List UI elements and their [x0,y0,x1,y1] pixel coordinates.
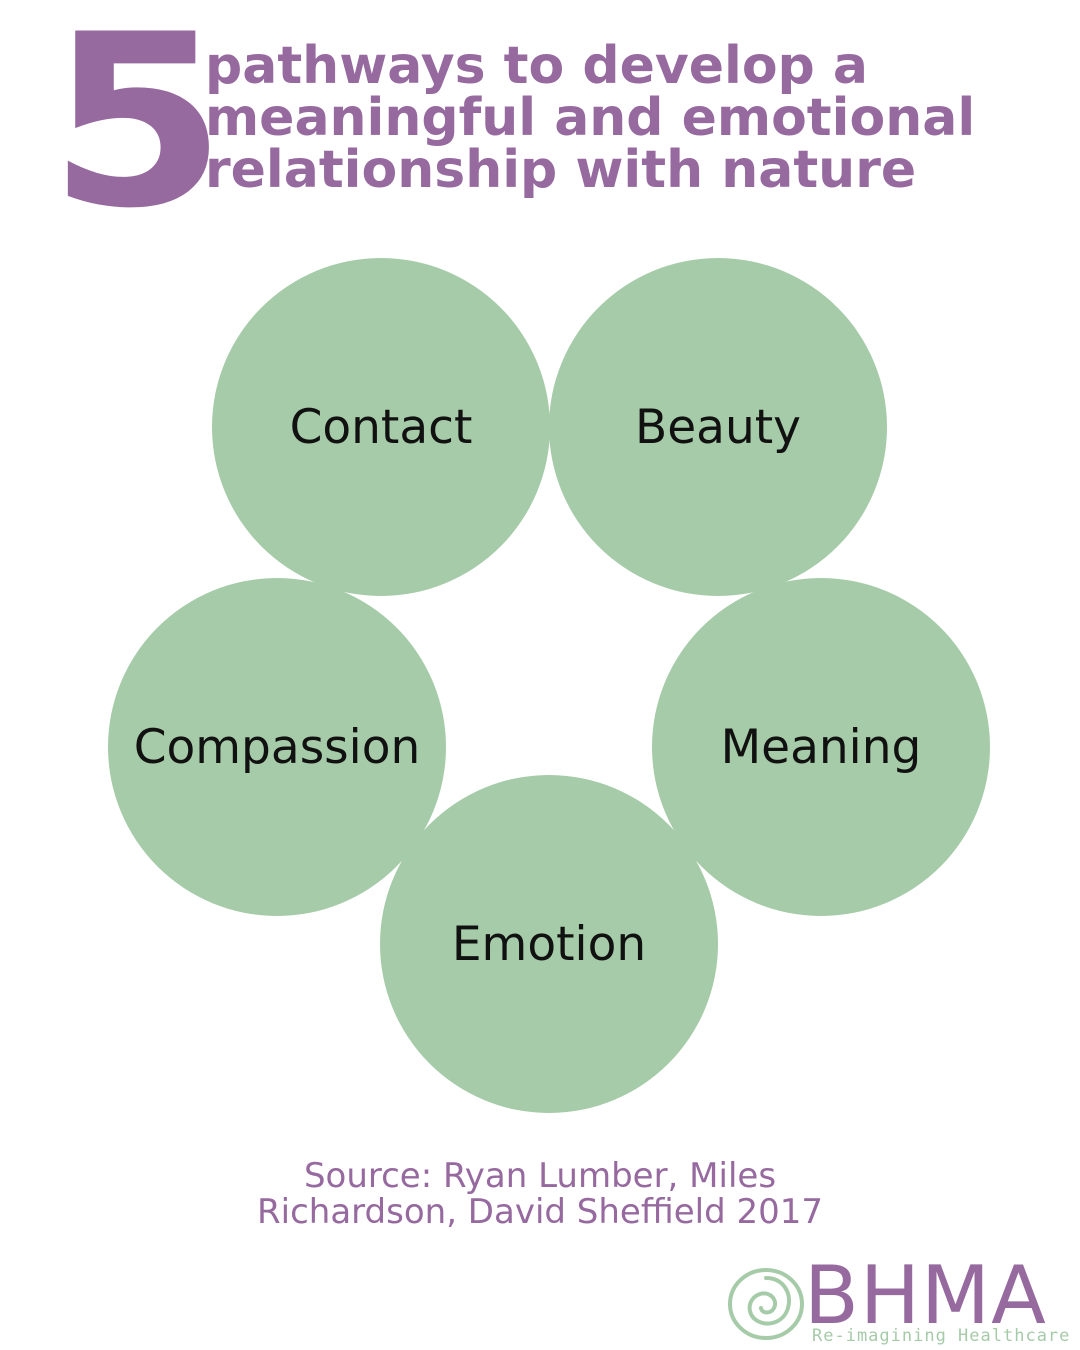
pathway-circle-compassion: Compassion [108,578,446,916]
pathway-label-beauty: Beauty [635,399,801,455]
headline-title-line: pathways to develop a [205,36,868,96]
swirl-logo-icon [728,1268,804,1340]
header: 5 pathways to develop a meaningful and e… [0,0,1080,261]
pathway-circle-emotion: Emotion [380,775,718,1113]
source-citation-line: Source: Ryan Lumber, Miles [303,1156,777,1196]
headline-title-line: relationship with nature [205,140,917,200]
bhma-logo: BHMA Re-imagining Healthcare [726,1256,1072,1346]
pathway-label-emotion: Emotion [451,916,647,972]
pathway-label-meaning: Meaning [720,719,922,775]
logo-tagline: Re-imagining Healthcare [812,1326,1071,1346]
headline-title-line: meaningful and emotional [205,88,976,148]
pathway-circle-contact: Contact [212,258,550,596]
logo-wordmark: BHMA [804,1249,1047,1342]
pathway-label-contact: Contact [289,399,473,455]
pathway-label-compassion: Compassion [133,719,421,775]
pathway-circle-meaning: Meaning [652,578,990,916]
headline-number: 5 [48,0,227,261]
source-citation: Source: Ryan Lumber, Miles Richardson, D… [200,1158,880,1230]
source-citation-line: Richardson, David Sheffield 2017 [257,1192,823,1232]
headline-title: pathways to develop a meaningful and emo… [205,40,1065,196]
pathway-circle-beauty: Beauty [549,258,887,596]
